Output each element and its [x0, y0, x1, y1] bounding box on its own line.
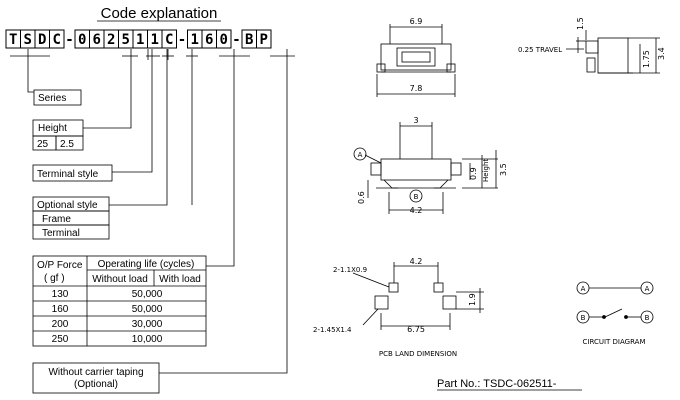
front-view-label-b: B: [414, 193, 419, 201]
front-view-label-a: A: [358, 151, 363, 159]
pcb-dim-side: 1.9: [468, 293, 477, 306]
series-label: Series: [38, 93, 66, 104]
life-value: 50,000: [132, 289, 163, 300]
circuit-caption: CIRCUIT DIAGRAM: [583, 338, 646, 346]
circuit-drawing: [589, 287, 641, 319]
force-value: 200: [52, 319, 69, 330]
pcb-land-drawing: [352, 262, 484, 330]
circuit-a1: A: [581, 285, 586, 293]
part-number: Part No.: TSDC-062511-: [437, 378, 557, 390]
op-force-header: O/P Force: [37, 260, 83, 271]
title: Code explanation: [101, 5, 218, 22]
code-char: C: [53, 32, 61, 48]
circuit-a2-circle: [640, 281, 654, 295]
carrier-line-1: Without carrier taping: [48, 367, 143, 378]
code-char-box: [49, 29, 65, 49]
code-char: 1: [136, 32, 144, 48]
code-char: 6: [93, 32, 101, 48]
force-value: 130: [52, 289, 69, 300]
front-view-dim-top: 3: [413, 116, 418, 125]
optional-style-frame: Frame: [42, 214, 71, 225]
front-view-dim-42: 4.2: [410, 206, 423, 215]
optional-style-terminal: Terminal: [42, 228, 80, 239]
side-view-dim-top: 1.5: [576, 17, 585, 30]
code-char: 0: [220, 32, 228, 48]
operating-life-header: Operating life (cycles): [98, 259, 195, 270]
code-char: 1: [191, 32, 199, 48]
code-char: C: [165, 32, 173, 48]
force-table: [32, 255, 207, 347]
life-value: 10,000: [132, 334, 163, 345]
connector-lines: [27, 49, 288, 374]
code-char: -: [232, 32, 240, 48]
life-value: 30,000: [132, 319, 163, 330]
side-view-travel: 0.25 TRAVEL: [518, 46, 562, 54]
code-char: -: [65, 32, 73, 48]
code-char-box: [161, 29, 177, 49]
pcb-pad-label-top: 2-1.1X0.9: [333, 266, 367, 274]
op-force-unit: ( gf ): [44, 273, 65, 284]
front-view-dim-35: 3.5: [499, 163, 508, 176]
front-view-drawing: [364, 122, 498, 214]
with-load-header: With load: [159, 274, 201, 285]
code-char: S: [24, 32, 32, 48]
code-char: -: [178, 32, 186, 48]
circuit-b2-circle: [640, 310, 654, 324]
circuit-b1-circle: [576, 310, 590, 324]
front-view-height-label: Height: [482, 159, 490, 182]
code-char: 2: [107, 32, 115, 48]
front-view-dim-06: 0.6: [357, 191, 366, 204]
top-view-width-top: 6.9: [410, 17, 423, 26]
height-value-2: 2.5: [60, 139, 74, 150]
front-view-dim-09: 0.9: [469, 167, 478, 180]
code-char-box: [216, 29, 232, 49]
side-view-drawing: [566, 30, 660, 74]
pcb-pad-label-bottom: 2-1.45X1.4: [313, 326, 352, 334]
carrier-box: [32, 362, 160, 394]
circuit-a1-circle: [576, 281, 590, 295]
top-view-drawing: [376, 24, 456, 97]
life-value: 50,000: [132, 304, 163, 315]
height-value-cell-2: [55, 135, 84, 151]
force-value: 160: [52, 304, 69, 315]
pcb-caption: PCB LAND DIMENSION: [379, 350, 457, 358]
height-value-1: 25: [37, 139, 49, 150]
carrier-line-2: (Optional): [74, 379, 118, 390]
code-char-box: [256, 29, 272, 49]
pcb-dim-bottom: 6.75: [407, 325, 425, 334]
code-char: D: [38, 32, 46, 48]
optional-style-label: Optional style: [37, 200, 98, 211]
circuit-b1: B: [581, 314, 586, 322]
code-char: 5: [122, 32, 130, 48]
side-view-dim-total: 3.4: [657, 47, 666, 60]
code-char: 0: [78, 32, 86, 48]
top-view-width-bottom: 7.8: [410, 84, 423, 93]
code-char: P: [260, 32, 268, 48]
height-label: Height: [38, 123, 67, 134]
pcb-dim-top: 4.2: [410, 257, 423, 266]
front-view-label-a-circle: [353, 147, 367, 161]
side-view-dim-mid: 1.75: [642, 50, 651, 68]
without-load-header: Without load: [92, 274, 148, 285]
code-char: 1: [151, 32, 159, 48]
code-char: T: [9, 32, 17, 48]
optional-style-terminal-cell: [32, 224, 110, 240]
force-value: 250: [52, 334, 69, 345]
circuit-b2: B: [645, 314, 650, 322]
terminal-style-label: Terminal style: [37, 169, 99, 180]
code-char: B: [245, 32, 253, 48]
front-view-label-b-circle: [409, 189, 423, 203]
force-table-rows: 130 50,000 160 50,000 200 30,000 250 10,000: [52, 289, 163, 345]
series-box: [33, 89, 82, 106]
code-char: 6: [205, 32, 213, 48]
terminal-style-box: [32, 164, 113, 182]
circuit-a2: A: [645, 285, 650, 293]
